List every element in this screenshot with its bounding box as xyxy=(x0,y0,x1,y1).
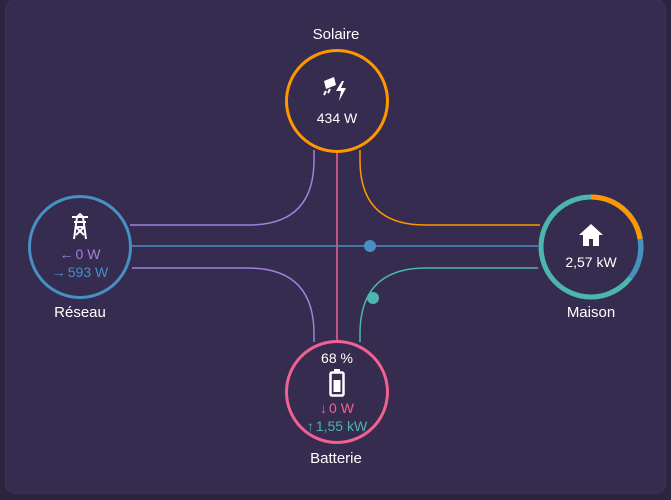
grid-node[interactable]: ← 0 W → 593 W xyxy=(28,195,132,299)
battery-icon xyxy=(329,369,345,397)
arrow-left-icon: ← xyxy=(59,246,74,262)
grid-return-row: ← 0 W xyxy=(60,245,101,263)
solar-label: Solaire xyxy=(312,26,360,43)
grid-consumption-value: 593 W xyxy=(67,264,109,280)
battery-label: Batterie xyxy=(310,450,362,467)
solar-node[interactable]: 434 W xyxy=(285,49,389,153)
flow-grid-to-battery xyxy=(132,267,315,342)
battery-soc: 68 % xyxy=(321,350,353,366)
arrow-right-icon: → xyxy=(51,264,66,280)
battery-out-row: ↑ 1,55 kW xyxy=(307,417,367,435)
transmission-tower-icon xyxy=(68,213,92,241)
flow-dot-battery-to-home xyxy=(367,292,379,304)
battery-out-value: 1,55 kW xyxy=(315,418,368,434)
home-node[interactable]: 2,57 kW xyxy=(538,194,644,300)
home-icon xyxy=(578,223,604,247)
flow-battery-to-home xyxy=(359,267,538,342)
solar-power-icon xyxy=(322,75,352,103)
flow-solar-to-grid xyxy=(130,150,315,226)
solar-value: 434 W xyxy=(316,110,358,126)
arrow-up-icon: ↑ xyxy=(306,418,314,434)
grid-return-value: 0 W xyxy=(75,246,101,262)
home-value: 2,57 kW xyxy=(565,254,617,270)
battery-in-row: ↓ 0 W xyxy=(320,399,354,417)
arrow-down-icon: ↓ xyxy=(320,400,328,416)
battery-in-value: 0 W xyxy=(329,400,354,416)
grid-label: Réseau xyxy=(54,304,106,321)
battery-node[interactable]: 68 % ↓ 0 W ↑ 1,55 kW xyxy=(285,340,389,444)
flow-solar-to-home xyxy=(359,150,540,226)
flow-dot-grid-to-home xyxy=(364,240,376,252)
home-ring xyxy=(538,194,644,300)
grid-consumption-row: → 593 W xyxy=(52,263,108,281)
home-label: Maison xyxy=(566,304,616,321)
